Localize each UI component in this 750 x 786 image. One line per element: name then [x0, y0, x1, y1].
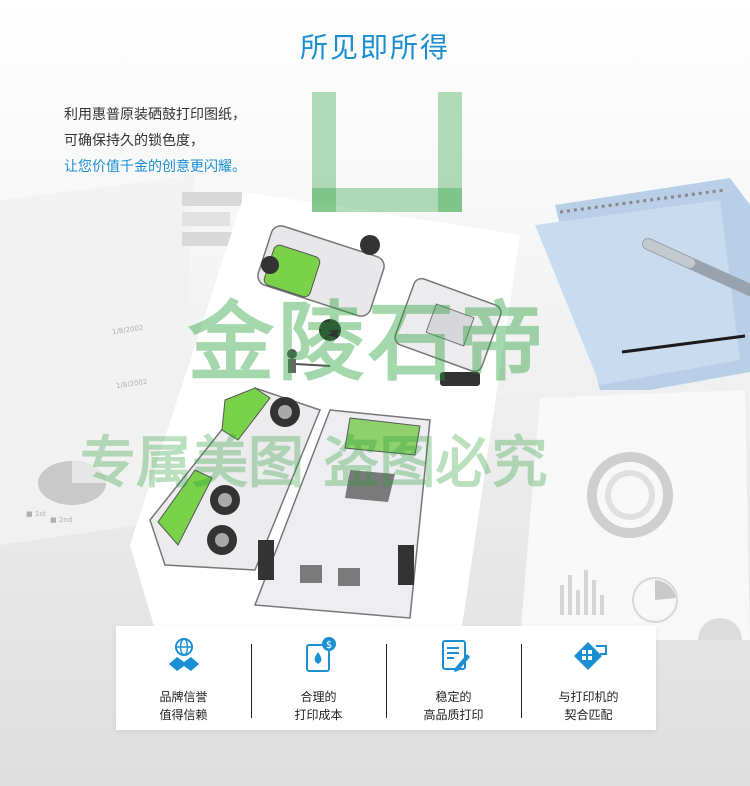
intro-text: 利用惠普原装硒鼓打印图纸， 可确保持久的锁色度， 让您价值千金的创意更闪耀。 [64, 102, 246, 180]
legend-text-1: 1st [34, 510, 46, 518]
intro-line-1: 利用惠普原装硒鼓打印图纸， [64, 107, 246, 123]
svg-text:$: $ [325, 640, 331, 651]
vehicle-drawing-3 [149, 387, 321, 571]
background-scene [0, 175, 750, 640]
person-figure [287, 349, 331, 373]
feature-2-line-2: 打印成本 [294, 708, 343, 722]
legend-marker-1: ■ [26, 510, 35, 518]
intro-line-2: 可确保持久的锁色度， [64, 133, 204, 149]
drawing-sheet [130, 192, 520, 640]
intro-line-3: 让您价值千金的创意更闪耀。 [64, 159, 246, 175]
feature-4-line-2: 契合匹配 [564, 708, 613, 722]
feature-3-line-2: 高品质打印 [423, 708, 484, 722]
feature-2-line-1: 合理的 [300, 690, 337, 704]
feature-1-line-1: 品牌信誉 [159, 690, 208, 704]
legend-text-2: 2nd [58, 516, 73, 524]
chart-legend-2: ■ 2nd [50, 516, 72, 524]
features-bar: 品牌信誉 值得信赖 $ 合理的 打印成本 稳定的 高品质打印 [116, 626, 656, 730]
vehicle-drawing-2 [394, 277, 502, 386]
watermark-logo-mark [312, 92, 462, 212]
notebook [535, 178, 750, 390]
feature-quality: 稳定的 高品质打印 [386, 626, 521, 730]
cost-document-icon: $ [305, 637, 336, 672]
vehicle-drawing-4 [253, 409, 431, 619]
globe-handshake-icon [168, 638, 199, 671]
printer-compatible-icon [573, 642, 607, 670]
feature-compatibility: 与打印机的 契合匹配 [521, 626, 656, 730]
feature-cost: $ 合理的 打印成本 [251, 626, 386, 730]
feature-3-line-1: 稳定的 [435, 690, 472, 704]
legend-marker-2: ■ [50, 516, 59, 524]
page-title: 所见即所得 [299, 31, 450, 64]
chart-legend-1: ■ 1st [26, 510, 46, 518]
feature-brand-trust: 品牌信誉 值得信赖 [116, 626, 251, 730]
left-paper [0, 175, 242, 545]
right-paper [520, 390, 750, 640]
quality-print-icon [441, 640, 470, 672]
vehicle-drawing-1 [257, 225, 385, 341]
pen [642, 238, 750, 296]
feature-4-line-1: 与打印机的 [558, 690, 619, 704]
feature-1-line-2: 值得信赖 [159, 708, 208, 722]
